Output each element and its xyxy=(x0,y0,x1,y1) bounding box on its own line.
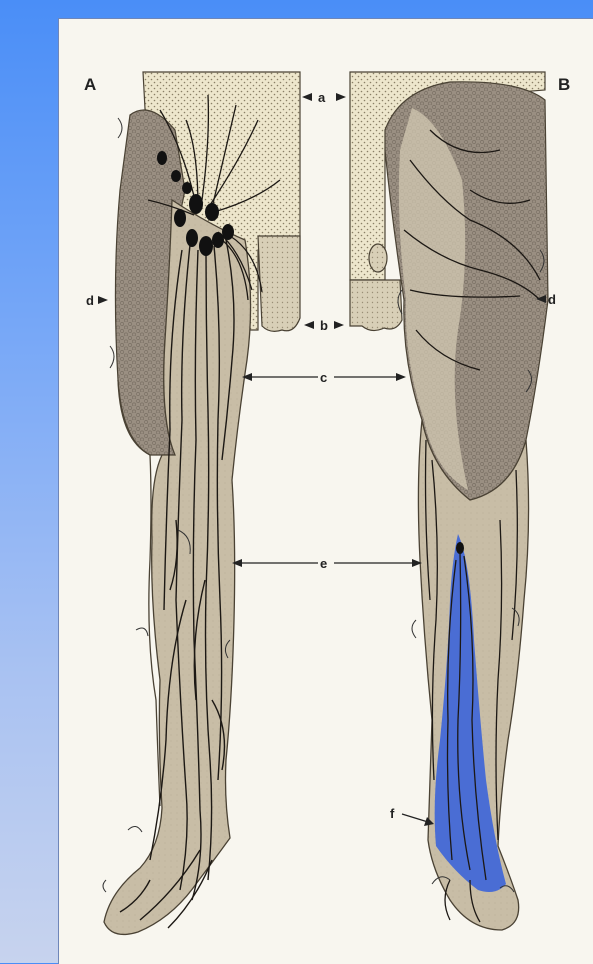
callout-f-label: f xyxy=(390,806,395,821)
callout-b: b xyxy=(304,318,344,333)
leg-a-genital-outline xyxy=(258,236,300,331)
callout-e-label: e xyxy=(320,556,327,571)
leg-b-genital-oval xyxy=(369,244,387,272)
callout-c-label: c xyxy=(320,370,327,385)
leg-b-inner-stub xyxy=(350,280,402,331)
callout-c: c xyxy=(242,370,406,385)
callout-d-right-label: d xyxy=(548,292,556,307)
callout-d-left-label: d xyxy=(86,293,94,308)
callout-a-label: a xyxy=(318,90,326,105)
leg-b-posterior xyxy=(350,72,548,930)
callout-a: a xyxy=(302,90,346,105)
callout-d-left: d xyxy=(86,293,108,308)
panel-label-a: A xyxy=(84,75,96,94)
panel-label-b: B xyxy=(558,75,570,94)
callout-f: f xyxy=(390,806,434,826)
callout-e: e xyxy=(232,556,422,571)
callout-b-label: b xyxy=(320,318,328,333)
leg-a-anterior xyxy=(103,72,300,934)
